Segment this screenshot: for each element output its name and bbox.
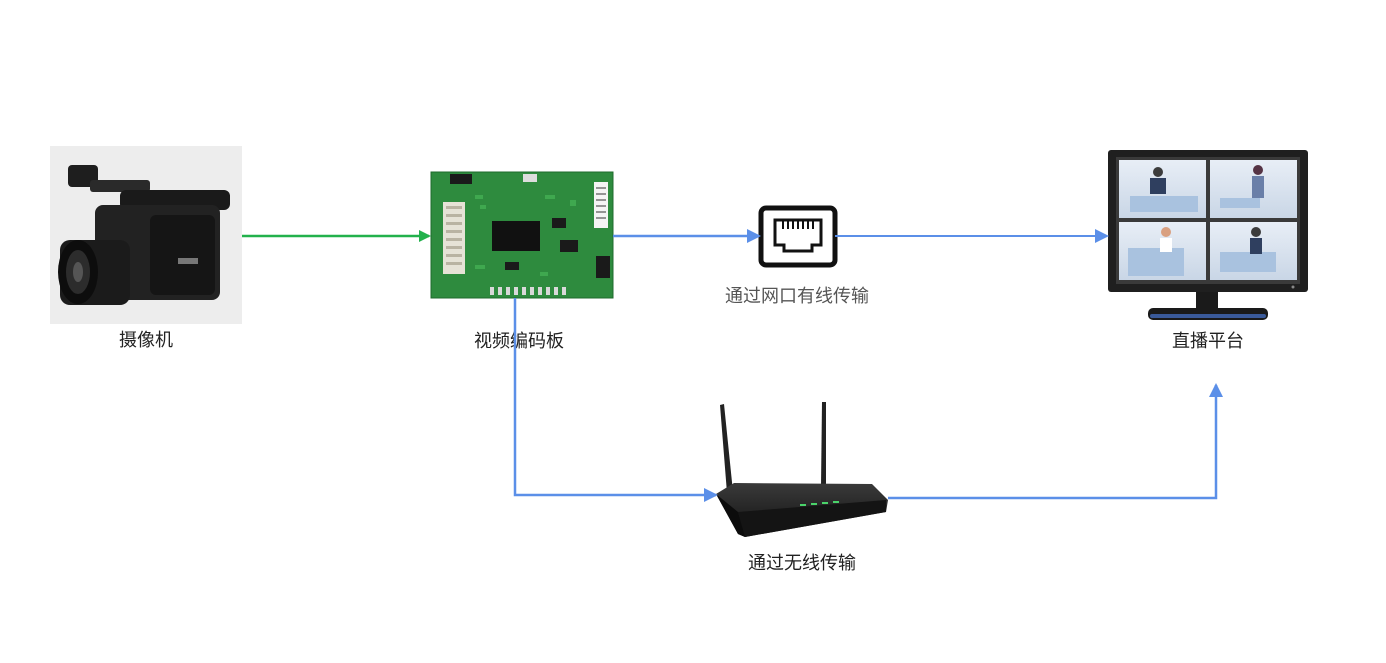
ethernet-node: 通过网口有线传输 — [725, 205, 869, 307]
encoder-label: 视频编码板 — [474, 331, 564, 352]
ethernet-port-icon — [758, 205, 838, 268]
router-to-platform-arrow — [888, 383, 1223, 500]
connectors — [242, 229, 1223, 502]
router-node: 通过无线传输 — [716, 402, 888, 574]
circuit-board-icon — [430, 171, 614, 299]
encoder-to-router-arrow — [513, 298, 718, 502]
camera-label: 摄像机 — [119, 330, 173, 351]
camcorder-icon — [58, 165, 230, 305]
encoder-node: 视频编码板 — [430, 171, 614, 352]
platform-node: 直播平台 — [1108, 150, 1308, 352]
camera-node: 摄像机 — [50, 146, 242, 351]
monitor-icon — [1108, 150, 1308, 320]
wireless-link-label: 通过无线传输 — [748, 553, 856, 574]
platform-label: 直播平台 — [1172, 331, 1244, 352]
wired-link-label: 通过网口有线传输 — [725, 286, 869, 307]
wifi-router-icon — [716, 402, 888, 537]
